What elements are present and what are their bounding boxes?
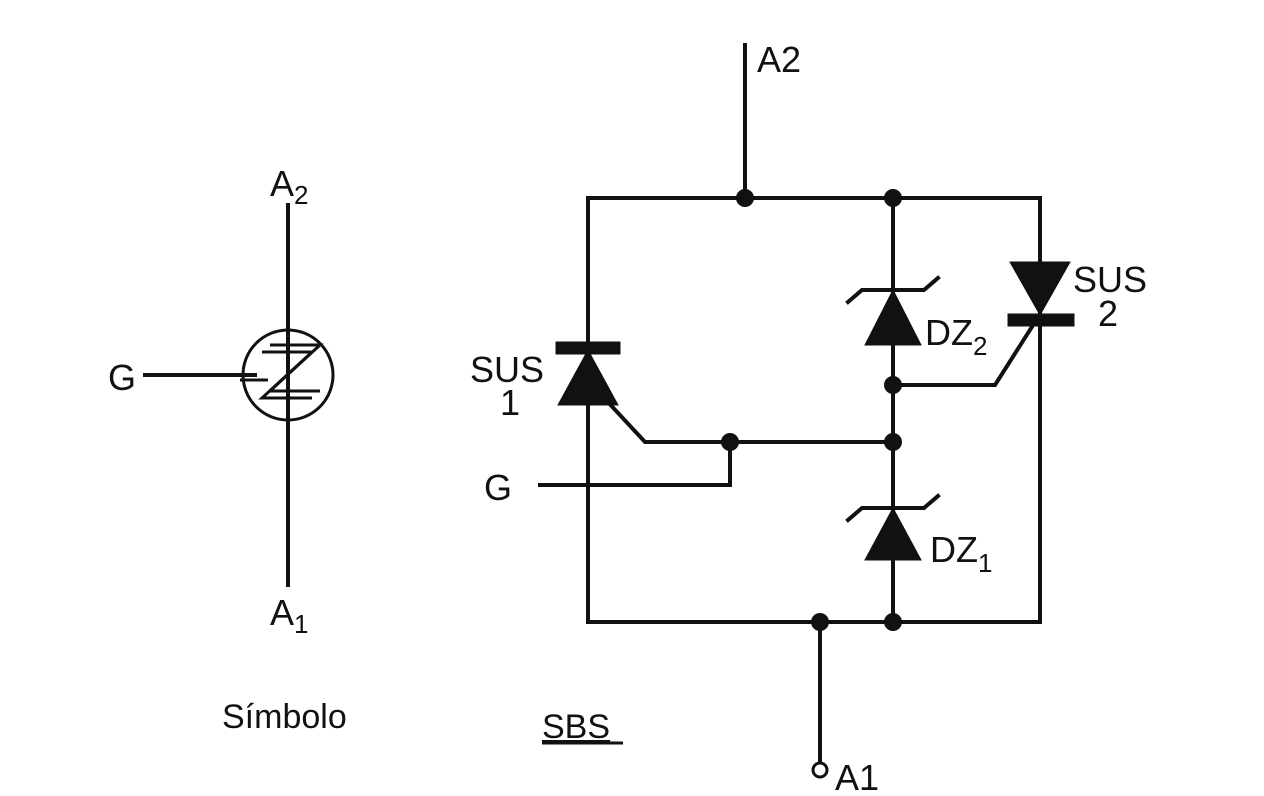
sus1-label-line2: 1 bbox=[500, 382, 520, 423]
symbol-g-label: G bbox=[108, 357, 136, 398]
symbol-a2-label: A2 bbox=[270, 163, 308, 210]
dz2-label: DZ2 bbox=[925, 312, 987, 361]
junction-dot bbox=[884, 189, 902, 207]
sbs-g-label: G bbox=[484, 467, 512, 508]
dz1-label: DZ1 bbox=[930, 529, 992, 578]
sus2-thyristor bbox=[1007, 261, 1075, 327]
sus2-gate-wire bbox=[891, 319, 1038, 387]
gate-input-wire bbox=[538, 440, 732, 487]
symbol-circle bbox=[241, 328, 335, 422]
junction-dot bbox=[811, 613, 829, 631]
dz1-triangle bbox=[864, 506, 922, 561]
junction-dot bbox=[721, 433, 739, 451]
sus1-bar bbox=[555, 341, 621, 355]
sbs-caption: SBS bbox=[542, 708, 610, 746]
sus1-gate-wire bbox=[589, 382, 895, 444]
junction-dot bbox=[884, 433, 902, 451]
a1-terminal-circle bbox=[811, 761, 829, 779]
sbs-circuit: A2 A1 G SUS 1 SUS 2 DZ2 DZ1 SBS bbox=[470, 39, 1147, 796]
symbol-z-mark-2 bbox=[266, 343, 324, 393]
sus1-label-line1: SUS bbox=[470, 349, 544, 390]
sbs-a1-label: A1 bbox=[835, 757, 879, 791]
junction-dot bbox=[736, 189, 754, 207]
sus1-thyristor bbox=[555, 341, 621, 406]
dz2-zener bbox=[845, 275, 941, 346]
junction-dot bbox=[884, 613, 902, 631]
dz1-bar bbox=[845, 493, 941, 523]
sus1-triangle bbox=[557, 348, 619, 406]
symbol-caption: Símbolo bbox=[222, 698, 347, 736]
symbol-a1-label: A1 bbox=[270, 592, 308, 639]
sus2-triangle bbox=[1009, 261, 1071, 317]
dz1-zener bbox=[845, 493, 941, 561]
sus2-bar bbox=[1007, 313, 1075, 327]
sbs-a2-label: A2 bbox=[757, 39, 801, 80]
sus2-label-line2: 2 bbox=[1098, 293, 1118, 334]
junction-dot bbox=[884, 376, 902, 394]
sus2-label-line1: SUS bbox=[1073, 259, 1147, 300]
dz2-bar bbox=[845, 275, 941, 305]
sbs-symbol: A2 A1 G Símbolo bbox=[108, 163, 347, 736]
dz2-triangle bbox=[864, 288, 922, 346]
